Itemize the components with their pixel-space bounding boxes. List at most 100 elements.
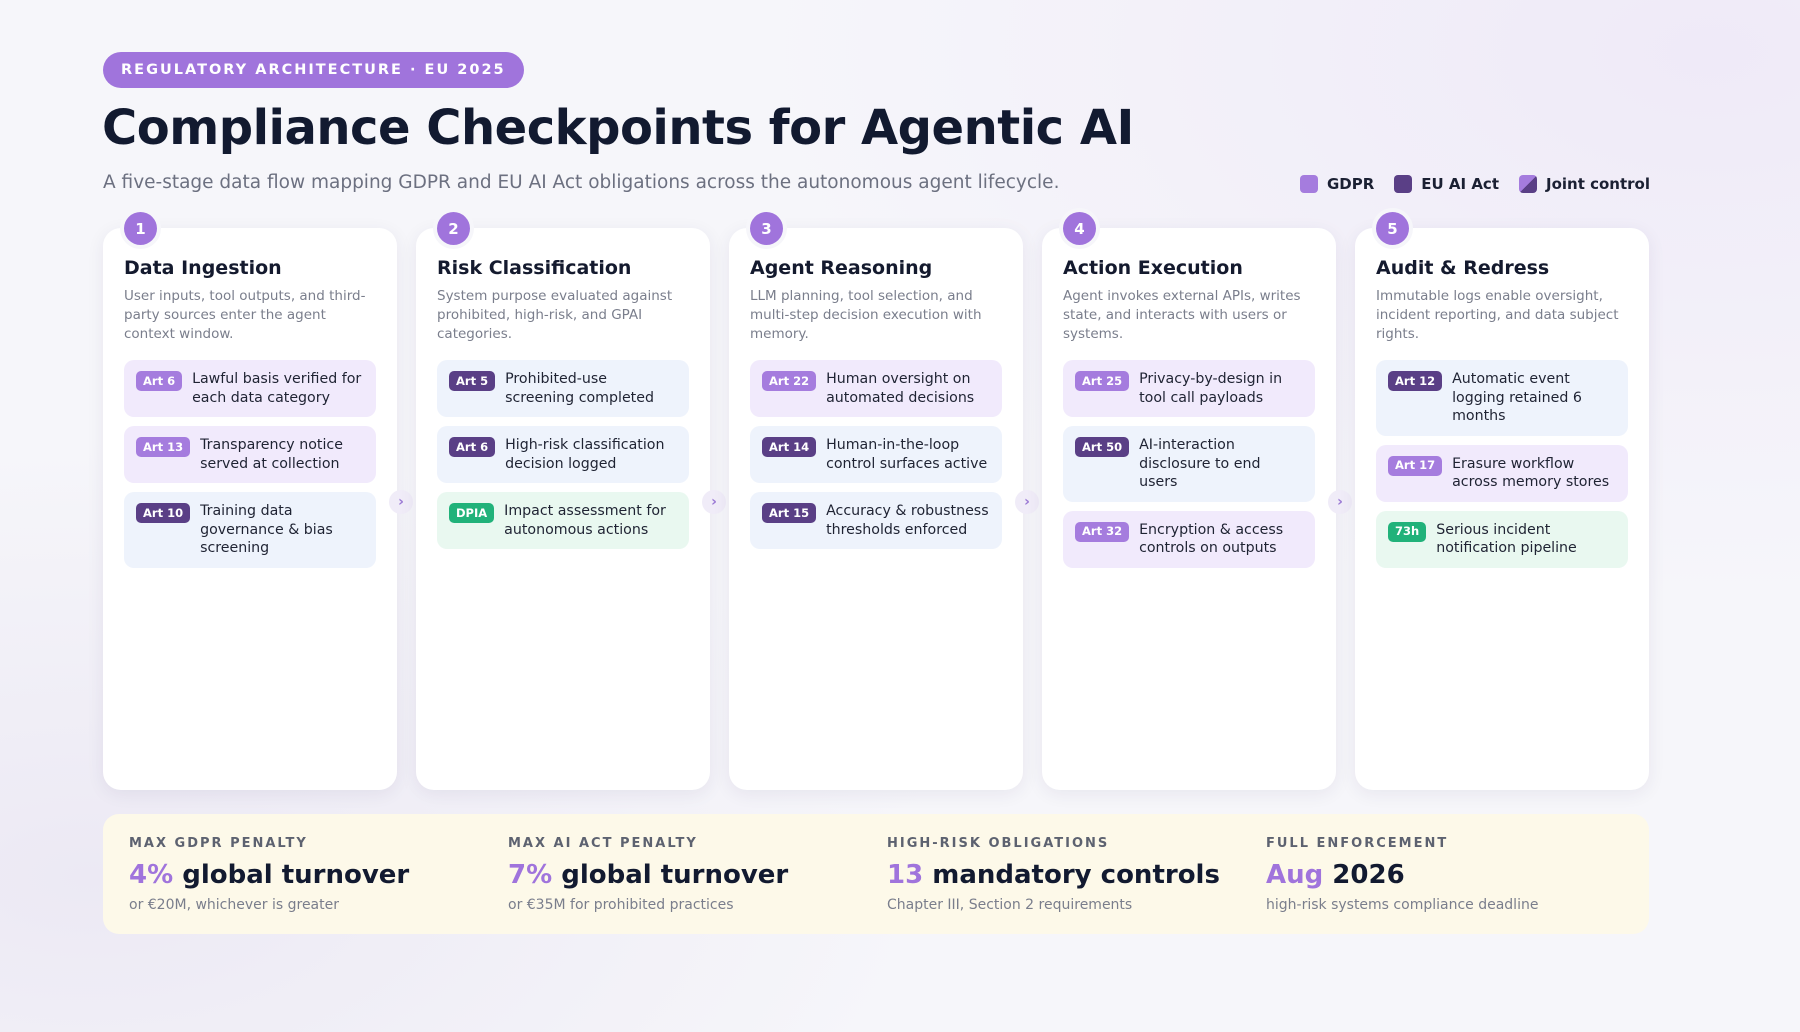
checkpoint-text: Automatic event logging retained 6 month… (1452, 371, 1582, 424)
stat-value-text: global turnover (173, 860, 410, 890)
checkpoint-text: Transparency notice served at collection (200, 437, 343, 472)
article-tag: Art 6 (136, 371, 183, 391)
stage-description: LLM planning, tool selection, and multi-… (750, 288, 982, 342)
checkpoint-item: DPIA Impact assessment for autonomous ac… (437, 492, 689, 549)
stat-accent: 4% (129, 860, 174, 890)
checkpoint-item: Art 5 Prohibited-use screening completed (437, 360, 689, 417)
checkpoint-item: Art 12 Automatic event logging retained … (1376, 360, 1628, 436)
checkpoint-text: Serious incident notification pipeline (1436, 521, 1577, 557)
stat-accent: 13 (887, 860, 924, 890)
article-tag: Art 13 (136, 437, 191, 457)
stat-high-risk-obligations: HIGH-RISK OBLIGATIONS 13 mandatory contr… (887, 836, 1220, 913)
article-tag: Art 14 (762, 437, 817, 457)
stage-title: Audit & Redress (1376, 257, 1550, 279)
checkpoint-list: Art 6 Lawful basis verified for each dat… (124, 360, 376, 568)
checkpoint-text: Human oversight on automated decisions (826, 371, 975, 406)
stat-full-enforcement: FULL ENFORCEMENT Aug 2026 high-risk syst… (1266, 836, 1538, 913)
flow-arrow-icon: › (1328, 490, 1352, 514)
article-tag: Art 17 (1388, 455, 1443, 476)
stat-value: 13 mandatory controls (887, 860, 1220, 890)
stat-accent: Aug (1266, 860, 1324, 890)
stage-title: Agent Reasoning (750, 257, 933, 279)
checkpoint-item: Art 14 Human-in-the-loop control surface… (750, 426, 1002, 483)
checkpoint-item: Art 17 Erasure workflow across memory st… (1376, 444, 1628, 502)
article-tag: Art 5 (449, 371, 496, 391)
checkpoint-item: Art 50 AI-interaction disclosure to end … (1063, 426, 1315, 502)
checkpoint-text: Human-in-the-loop control surfaces activ… (826, 437, 988, 472)
stat-note: high-risk systems compliance deadline (1266, 897, 1539, 913)
stage-title: Action Execution (1063, 257, 1243, 279)
stage-number: 4 (1063, 212, 1096, 245)
article-tag: Art 50 (1075, 437, 1130, 457)
article-tag: Art 12 (1388, 371, 1443, 391)
checkpoint-text: Prohibited-use screening completed (505, 371, 654, 406)
legend-item-ai-act: EU AI Act (1394, 175, 1499, 193)
stat-label: HIGH-RISK OBLIGATIONS (887, 836, 1110, 851)
stage-description: System purpose evaluated against prohibi… (437, 288, 673, 342)
checkpoint-list: Art 12 Automatic event logging retained … (1376, 360, 1628, 568)
stat-gdpr-penalty: MAX GDPR PENALTY 4% global turnover or €… (129, 836, 409, 913)
stage-card-agent-reasoning: 3 Agent Reasoning LLM planning, tool sel… (729, 212, 1023, 790)
gdpr-swatch (1299, 175, 1318, 193)
checkpoint-text: Erasure workflow across memory stores (1452, 455, 1610, 491)
legend-item-joint: Joint control (1519, 175, 1650, 193)
page-subtitle: A five-stage data flow mapping GDPR and … (103, 172, 1060, 193)
checkpoint-item: Art 32 Encryption & access controls on o… (1063, 510, 1315, 568)
checkpoint-text: High-risk classification decision logged (505, 437, 665, 472)
article-tag: Art 6 (449, 437, 496, 457)
checkpoint-item: Art 13 Transparency notice served at col… (124, 426, 376, 483)
stage-description: Immutable logs enable oversight, inciden… (1376, 288, 1619, 342)
flow-arrow-icon: › (702, 490, 726, 514)
stage-number: 5 (1376, 212, 1409, 245)
stage-card-data-ingestion: 1 Data Ingestion User inputs, tool outpu… (103, 212, 397, 790)
checkpoint-list: Art 25 Privacy-by-design in tool call pa… (1063, 360, 1315, 568)
stat-ai-act-penalty: MAX AI ACT PENALTY 7% global turnover or… (508, 836, 788, 913)
article-tag: Art 15 (762, 503, 817, 523)
stat-label: MAX AI ACT PENALTY (508, 836, 698, 851)
article-tag: 73h (1388, 521, 1427, 542)
stat-note: Chapter III, Section 2 requirements (887, 897, 1133, 913)
stat-accent: 7% (508, 860, 553, 890)
checkpoint-item: Art 10 Training data governance & bias s… (124, 492, 376, 568)
article-tag: Art 22 (762, 371, 817, 391)
stat-value-text: 2026 (1323, 860, 1405, 890)
stage-title: Data Ingestion (124, 257, 282, 279)
stat-note: or €20M, whichever is greater (129, 897, 339, 913)
checkpoint-text: Lawful basis verified for each data cate… (192, 371, 362, 406)
stat-value-text: mandatory controls (923, 860, 1220, 890)
legend-item-gdpr: GDPR (1299, 175, 1375, 193)
article-tag: Art 25 (1075, 371, 1130, 391)
legend-label: GDPR (1326, 175, 1375, 193)
checkpoint-list: Art 22 Human oversight on automated deci… (750, 360, 1002, 549)
stage-card-risk-classification: 2 Risk Classification System purpose eva… (416, 212, 710, 790)
stat-note: or €35M for prohibited practices (508, 897, 734, 913)
legend: GDPR EU AI Act Joint control (1299, 175, 1650, 193)
stage-number: 3 (750, 212, 783, 245)
checkpoint-item: Art 25 Privacy-by-design in tool call pa… (1063, 360, 1315, 417)
stat-value: Aug 2026 (1266, 860, 1538, 890)
flow-arrow-icon: › (389, 490, 413, 514)
legend-label: Joint control (1546, 175, 1650, 193)
stat-label: MAX GDPR PENALTY (129, 836, 308, 851)
checkpoint-text: Privacy-by-design in tool call payloads (1139, 371, 1283, 406)
stage-description: Agent invokes external APIs, writes stat… (1063, 288, 1301, 342)
checkpoint-text: AI-interaction disclosure to end users (1139, 437, 1261, 490)
checkpoint-text: Training data governance & bias screenin… (200, 503, 333, 556)
joint-swatch (1519, 175, 1537, 193)
flow-arrow-icon: › (1015, 490, 1039, 514)
header-pill: REGULATORY ARCHITECTURE · EU 2025 (103, 52, 524, 88)
article-tag: DPIA (449, 503, 495, 523)
checkpoint-item: Art 6 Lawful basis verified for each dat… (124, 360, 376, 417)
checkpoint-text: Encryption & access controls on outputs (1139, 521, 1284, 557)
stage-card-action-execution: 4 Action Execution Agent invokes externa… (1042, 212, 1336, 790)
checkpoint-text: Accuracy & robustness thresholds enforce… (826, 503, 989, 538)
stage-card-audit-redress: 5 Audit & Redress Immutable logs enable … (1355, 212, 1649, 790)
checkpoint-item: Art 6 High-risk classification decision … (437, 426, 689, 483)
page-title: Compliance Checkpoints for Agentic AI (102, 100, 1134, 156)
ai-act-swatch (1394, 175, 1413, 193)
checkpoint-item: Art 22 Human oversight on automated deci… (750, 360, 1002, 417)
stat-value: 7% global turnover (508, 860, 788, 890)
stage-flow: 1 Data Ingestion User inputs, tool outpu… (103, 212, 1649, 790)
legend-label: EU AI Act (1421, 175, 1499, 193)
stat-value: 4% global turnover (129, 860, 409, 890)
